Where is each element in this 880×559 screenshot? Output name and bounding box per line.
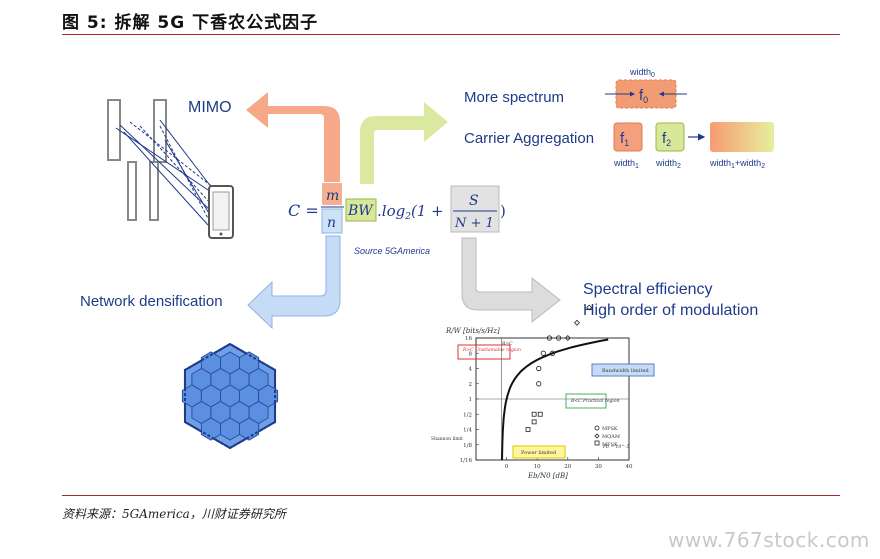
mimo-arrow [246,92,340,182]
width2-label: width2 [655,158,681,170]
chart-xlabel: Eb/N0 [dB] [527,472,568,480]
watermark: www.767stock.com [668,528,870,552]
svg-text:.log2(1 +: .log2(1 + [377,202,444,222]
hexagon-border [183,342,277,450]
mfsk-point [531,419,537,425]
y-tick-label: 16 [465,336,472,342]
y-tick-label: 1/16 [460,458,473,464]
mimo-antenna-icon [107,99,216,231]
unattainable-region-label: R>C Unattainable region [462,347,521,353]
y-tick-label: 8 [469,351,473,357]
power-limited-box [512,445,566,459]
capacity-curve [501,338,609,460]
high-order-modulation-label: High order of modulation [583,302,758,319]
svg-text:C =: C = [288,201,319,220]
power-limited-label: Power limited [521,450,557,456]
mfsk-point [525,427,531,432]
bandwidth-limited-box [591,363,655,377]
carrier-aggregation-label: Carrier Aggregation [464,130,594,147]
spectral-efficiency-label: Spectral efficiency [583,281,713,298]
hex-cell [220,417,240,441]
footer-rule [62,495,840,496]
chart-annotations: R>C Unattainable region R=C Bandwidth li… [431,341,655,459]
shannon-limit-chart: R/W [bits/s/Hz] Eb/N0 [dB] 16 8 4 2 1 1/2 1/4 1… [431,304,655,480]
source-5gamerica-label: Source 5GAmerica [354,246,430,256]
practical-region-box [565,393,607,409]
x-tick-label: 0 [505,464,509,470]
legend-mpsk: MPSK [602,426,618,432]
width-sum-label: width1+width2 [709,158,765,170]
legend-mfsk: MFSK [602,442,618,448]
network-densification-label: Network densification [80,293,223,310]
y-tick-label: 2 [469,382,473,388]
mpsk-point [556,335,562,341]
mpsk-point [536,381,542,387]
more-spectrum-label: More spectrum [464,89,564,106]
x-tick-label: 30 [595,464,602,470]
shannon-formula: C = m n BW .log2(1 + S N + 1 ) [288,183,506,234]
title-rule [62,34,840,35]
y-tick-label: 1/2 [463,412,472,418]
svg-text:n: n [327,215,336,231]
hex-cell [239,417,260,441]
y-tick-label: 1 [469,397,473,403]
mqam-point [574,319,580,326]
mpsk-point [546,335,553,341]
x-tick-label: 40 [626,464,633,470]
mfsk-point [531,411,537,417]
svg-text:N + 1: N + 1 [454,216,494,231]
svg-text:m: m [326,188,339,204]
mqam-point [586,304,593,311]
f2-label: f2 [662,130,671,148]
aggregate-box [710,122,774,152]
mfsk-point [537,411,543,417]
chart-ylabel: R/W [bits/s/Hz] [445,327,500,335]
x-tick-label: 20 [564,464,571,470]
mpsk-point [540,350,546,356]
width1-label: width1 [613,158,639,170]
shannon-rc-label: R=C [501,341,513,347]
mpsk-point [549,350,556,356]
y-tick-label: 1/4 [463,428,472,434]
mqam-point [564,335,571,341]
figure-title: 图 5: 拆解 5G 下香农公式因子 [62,13,319,33]
f0-label: f0 [639,87,648,105]
practical-region-label: R<C Practical region [570,398,620,404]
y-tick-label: 1/8 [463,443,472,449]
x-tick-label: 10 [534,464,541,470]
hexagon-cell-grid [181,342,279,450]
f1-label: f1 [620,130,629,148]
y-tick-label: 4 [469,367,473,373]
bandwidth-limited-label: Bandwidth limited [602,368,649,374]
mpsk-point [536,365,542,372]
pb-label: Pb = 10^-5 [602,443,630,450]
f2-box [655,122,685,152]
phone-icon [208,185,234,239]
unattainable-region-box [457,344,511,360]
mimo-label: MIMO [188,99,232,116]
spectrum-arrow [360,102,448,184]
figure-source: 资料来源：5GAmerica，川财证券研究所 [62,507,286,521]
f0-box [615,79,677,109]
efficiency-arrow [461,237,561,324]
legend-mqam: MQAM [602,434,620,440]
svg-text:BW: BW [347,203,374,219]
f1-box [613,122,643,152]
densification-arrow [247,235,341,330]
chart-legend: MPSK MQAM MFSK [594,425,620,448]
hex-cell [200,417,221,441]
svg-text:): ) [500,202,506,220]
svg-text:S: S [469,193,479,209]
shannon-limit-point-label: Shannon limit [431,436,463,442]
width0-label: width0 [629,67,655,79]
